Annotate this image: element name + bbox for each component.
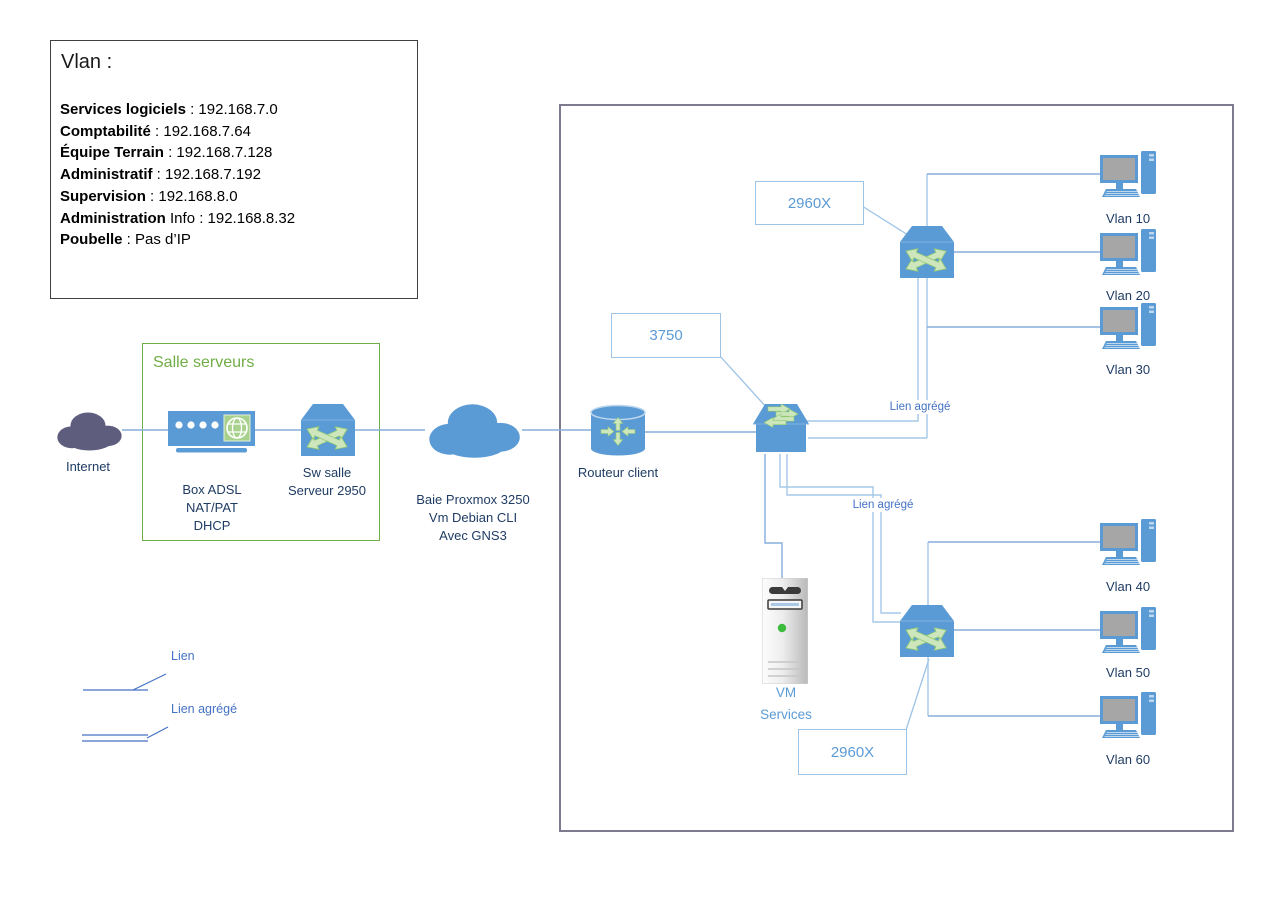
label-2960x-top-text: 2960X xyxy=(787,194,832,212)
client-router-icon[interactable] xyxy=(590,404,646,457)
switch-2950-icon[interactable] xyxy=(301,404,355,456)
label-box-2960x-bottom[interactable]: 2960X xyxy=(798,729,907,775)
vlan-entry: Poubelle : Pas d’IP xyxy=(60,231,191,249)
computer-vlan60-icon[interactable] xyxy=(1100,692,1158,742)
network-area-box[interactable] xyxy=(559,104,1234,832)
label-2960x-bottom-text: 2960X xyxy=(830,743,875,761)
vlan-info-box[interactable]: Vlan : Services logiciels : 192.168.7.0 … xyxy=(50,40,418,299)
vlan-entry: Équipe Terrain : 192.168.7.128 xyxy=(60,144,273,162)
vlan50-label: Vlan 50 xyxy=(1105,665,1151,680)
switch-3750-icon[interactable] xyxy=(753,404,809,454)
client-router-label: Routeur client xyxy=(577,465,659,480)
switch-2960x-bottom-icon[interactable] xyxy=(900,605,954,657)
legend-lien-label: Lien xyxy=(171,649,195,663)
switch-2950-label: Sw salle Serveur 2950 xyxy=(287,465,367,498)
vlan-entry: Supervision : 192.168.8.0 xyxy=(60,187,238,205)
vlan-entry: Comptabilité : 192.168.7.64 xyxy=(60,122,251,140)
vm-server-label: VM Services xyxy=(760,685,812,722)
computer-vlan50-icon[interactable] xyxy=(1100,607,1158,657)
computer-vlan20-icon[interactable] xyxy=(1100,229,1158,279)
vlan-entry: Administratif : 192.168.7.192 xyxy=(60,166,261,184)
server-room-title: Salle serveurs xyxy=(153,354,255,371)
legend-lien-agrege-label: Lien agrégé xyxy=(171,702,238,716)
label-box-2960x-top[interactable]: 2960X xyxy=(755,181,864,225)
legend-lines xyxy=(82,673,169,742)
label-box-3750[interactable]: 3750 xyxy=(611,313,721,358)
vlan10-label: Vlan 10 xyxy=(1105,211,1151,226)
vlan-box-title: Vlan : xyxy=(61,51,113,73)
vlan20-label: Vlan 20 xyxy=(1105,288,1151,303)
server-room-box[interactable]: Salle serveurs xyxy=(142,343,380,541)
internet-label: Internet xyxy=(65,459,111,474)
label-3750-text: 3750 xyxy=(649,327,683,344)
computer-vlan10-icon[interactable] xyxy=(1100,151,1158,201)
adsl-box-icon[interactable] xyxy=(168,404,255,454)
switch-2960x-top-icon[interactable] xyxy=(900,226,954,278)
internet-cloud-icon[interactable] xyxy=(50,406,126,454)
vlan-entry: Services logiciels : 192.168.7.0 xyxy=(60,101,278,118)
proxmox-cloud-icon[interactable] xyxy=(419,396,526,462)
proxmox-label: Baie Proxmox 3250 Vm Debian CLI Avec GNS… xyxy=(416,492,530,543)
lien-agrege-bottom-label: Lien agrégé xyxy=(847,498,919,512)
computer-vlan40-icon[interactable] xyxy=(1100,519,1158,569)
lien-agrege-top-label: Lien agrégé xyxy=(884,400,956,414)
vm-server-icon[interactable] xyxy=(762,578,808,684)
vlan40-label: Vlan 40 xyxy=(1105,579,1151,594)
vlan-entry: Administration Info : 192.168.8.32 xyxy=(60,209,296,227)
vlan30-label: Vlan 30 xyxy=(1105,362,1151,377)
vlan60-label: Vlan 60 xyxy=(1105,752,1151,767)
computer-vlan30-icon[interactable] xyxy=(1100,303,1158,353)
adsl-box-label: Box ADSL NAT/PAT DHCP xyxy=(182,482,242,533)
vlan-entry-list: Services logiciels : 192.168.7.0 Comptab… xyxy=(60,99,295,251)
